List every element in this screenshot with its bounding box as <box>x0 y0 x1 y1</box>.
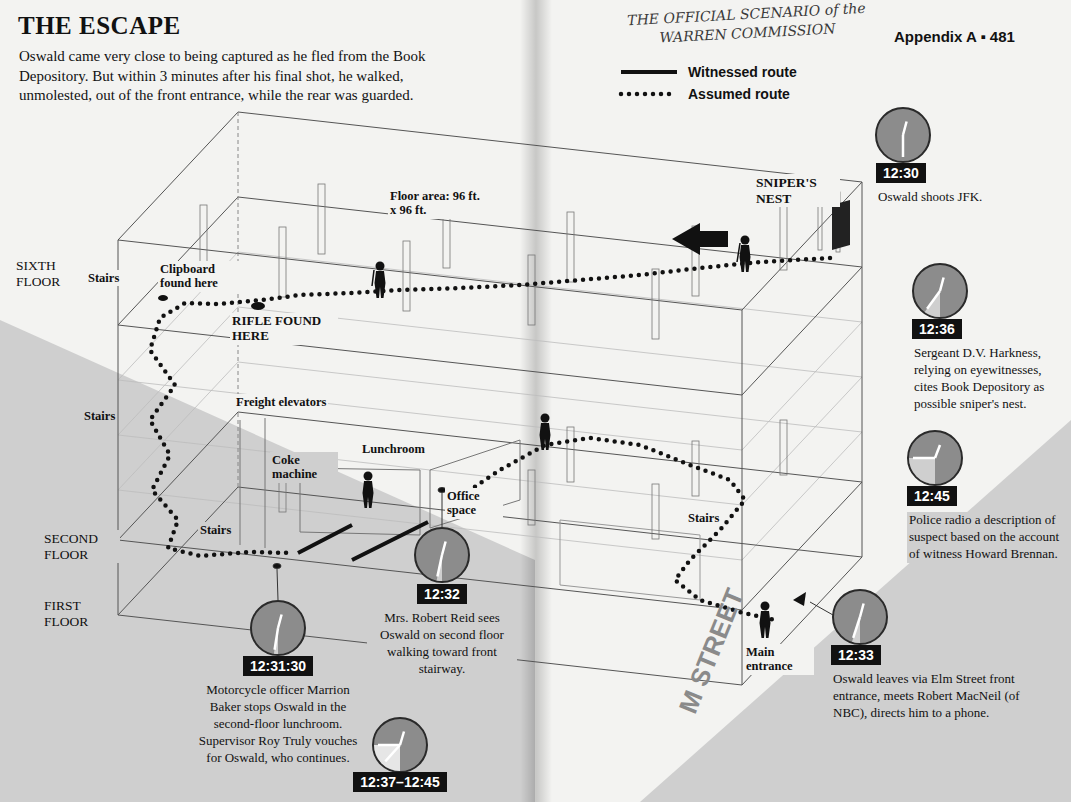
area-label: Stairs <box>86 270 121 286</box>
time-label: 12:31:30 <box>243 656 313 676</box>
gray-ground <box>640 420 1071 802</box>
page-gutter <box>520 0 552 802</box>
time-label: 12:33 <box>831 645 881 665</box>
time-marker: 12:45Police radio a description of suspe… <box>907 486 1064 563</box>
witnessed-route <box>298 522 428 560</box>
floor-label: FIRST FLOOR <box>42 597 108 630</box>
area-label: Freight elevators <box>234 394 328 410</box>
area-label: Lunchroom <box>360 441 427 457</box>
area-label: RIFLE FOUND HERE <box>230 313 338 345</box>
time-label: 12:36 <box>912 319 962 339</box>
time-marker: 12:33Oswald leaves via Elm Street front … <box>831 645 1059 722</box>
legend-row: Witnessed route <box>618 64 797 80</box>
legend-swatch <box>618 88 680 100</box>
event-caption: Motorcycle officer Marrion Baker stops O… <box>193 682 363 766</box>
legend-text: Witnessed route <box>688 64 797 80</box>
rifle-spot <box>251 302 265 310</box>
area-label: Clipboard found here <box>158 261 244 292</box>
page-title: THE ESCAPE <box>18 12 181 40</box>
time-marker: 12:32Mrs. Robert Reid sees Oswald on sec… <box>367 584 517 678</box>
stopwatch <box>876 108 930 162</box>
time-label: 12:30 <box>876 163 926 183</box>
stopwatch <box>908 431 962 485</box>
time-label: 12:32 <box>417 584 467 604</box>
clipboard-spot <box>158 295 168 301</box>
time-label: 12:45 <box>907 486 957 506</box>
time-marker: 12:30Oswald shoots JFK. <box>876 163 1061 206</box>
time-label: 12:37–12:45 <box>353 772 446 792</box>
time-marker: 12:36Sergeant D.V. Harkness, relying on … <box>912 319 1064 413</box>
floor-label: SECOND FLOOR <box>42 530 120 563</box>
time-marker: 12:31:30Motorcycle officer Marrion Baker… <box>193 656 363 766</box>
area-label: Stairs <box>82 408 117 424</box>
exit-arrow <box>793 592 806 606</box>
legend-row: Assumed route <box>618 86 790 102</box>
legend-swatch <box>618 66 680 78</box>
floor-label: SIXTH FLOOR <box>14 257 82 290</box>
assumed-route <box>150 258 830 556</box>
page-number: Appendix A ▪ 481 <box>892 27 1017 46</box>
time-marker: 12:37–12:45 <box>340 772 460 798</box>
sniper-window <box>832 200 850 250</box>
area-label: Office space <box>445 488 503 519</box>
area-label: Coke machine <box>270 452 338 483</box>
area-label: Main entrance <box>744 644 814 675</box>
area-label: Stairs <box>686 510 721 526</box>
dimension-label: Floor area: 96 ft. x 96 ft. <box>388 188 486 219</box>
event-caption: Oswald leaves via Elm Street front entra… <box>831 671 1059 722</box>
event-caption: Sergeant D.V. Harkness, relying on eyewi… <box>912 345 1064 413</box>
event-caption: Police radio a description of suspect ba… <box>907 512 1064 563</box>
area-label: SNIPER'S NEST <box>754 174 840 207</box>
stopwatch <box>833 590 887 644</box>
gray-ground <box>0 320 535 802</box>
intro-caption: Oswald came very close to being captured… <box>16 46 467 107</box>
stopwatch <box>913 264 967 318</box>
stopwatch <box>251 601 305 655</box>
event-caption: Oswald shoots JFK. <box>876 189 984 206</box>
direction-arrow <box>672 223 728 255</box>
event-caption: Mrs. Robert Reid sees Oswald on second f… <box>367 610 517 678</box>
area-label: Stairs <box>198 522 233 538</box>
handwritten-note: THE OFFICIAL SCENARIO of the WARREN COMM… <box>619 0 875 50</box>
stopwatch <box>373 718 427 772</box>
stopwatch <box>415 528 469 582</box>
wireframe <box>118 112 862 685</box>
oswald-figure <box>363 236 771 639</box>
wireframe <box>118 252 862 560</box>
columns <box>200 184 840 539</box>
legend-text: Assumed route <box>688 86 790 102</box>
